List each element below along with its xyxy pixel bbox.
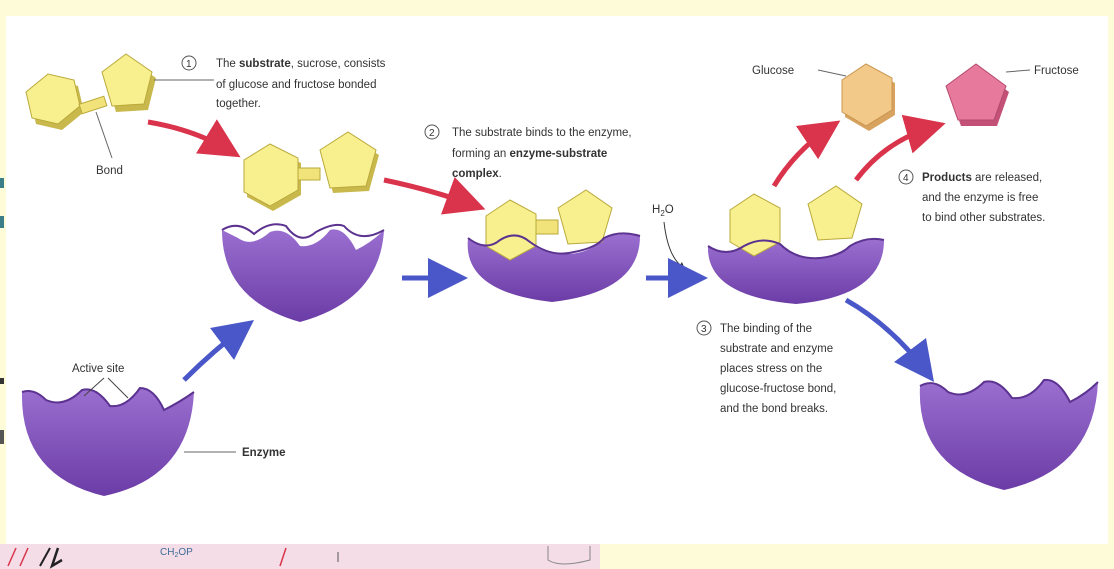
substrate-sucrose [26,54,156,130]
arrow-to-complex [384,180,476,206]
water-arrow [664,222,684,268]
bond-label: Bond [96,165,123,177]
svg-text:2: 2 [429,128,435,139]
arrow-substrate-to-enzyme [148,122,232,152]
fructose-leader [1006,70,1030,72]
glucose-leader [818,70,846,76]
bond-leader [96,112,112,158]
step3-line4: glucose-fructose bond, [720,383,836,395]
step4-caption: 4 Products are released, and the enzyme … [899,170,1045,224]
glucose-product [842,64,895,131]
active-site-label: Active site [72,363,124,375]
step1-line3: together. [216,98,261,110]
step1-caption: 1 The substrate, sucrose, consists of gl… [182,56,386,110]
step2-caption: 2 The substrate binds to the enzyme, for… [425,125,632,180]
enzyme-substrate-complex [468,190,640,302]
step1-line1: The substrate, sucrose, consists [216,58,386,70]
enzyme-label: Enzyme [242,447,285,459]
active-site-leader-b [108,378,128,398]
water-label: H2O [652,204,674,218]
arrow-enzyme-to-binding [184,326,246,380]
enzyme-with-products [708,186,884,304]
step1-line2: of glucose and fructose bonded [216,79,376,91]
svg-text:3: 3 [701,324,707,335]
formula-fragment: CH2OP [160,547,193,559]
step2-line1: The substrate binds to the enzyme, [452,127,632,139]
step2-line2: forming an enzyme-substrate [452,148,607,160]
free-enzyme-left [22,388,194,496]
arrow-glucose-release [774,126,832,186]
step2-line3: complex. [452,168,502,180]
enzyme-2 [222,224,384,322]
bottom-fragment-marks [8,546,590,566]
svg-text:4: 4 [903,173,909,184]
step3-line3: places stress on the [720,363,822,375]
step4-line2: and the enzyme is free [922,192,1038,204]
step4-line1: Products are released, [922,172,1042,184]
free-enzyme-right [920,380,1098,490]
left-edge-fragments [0,178,4,444]
svg-text:1: 1 [186,59,192,70]
glucose-label: Glucose [752,65,794,77]
arrow-enzyme-freed [846,300,928,374]
substrate-approaching [244,132,379,211]
fructose-label: Fructose [1034,65,1079,77]
step3-line2: substrate and enzyme [720,343,833,355]
step3-line5: and the bond breaks. [720,403,828,415]
step3-line1: The binding of the [720,323,812,335]
fructose-product [946,64,1009,126]
step3-caption: 3 The binding of the substrate and enzym… [697,321,836,415]
step4-line3: to bind other substrates. [922,212,1045,224]
